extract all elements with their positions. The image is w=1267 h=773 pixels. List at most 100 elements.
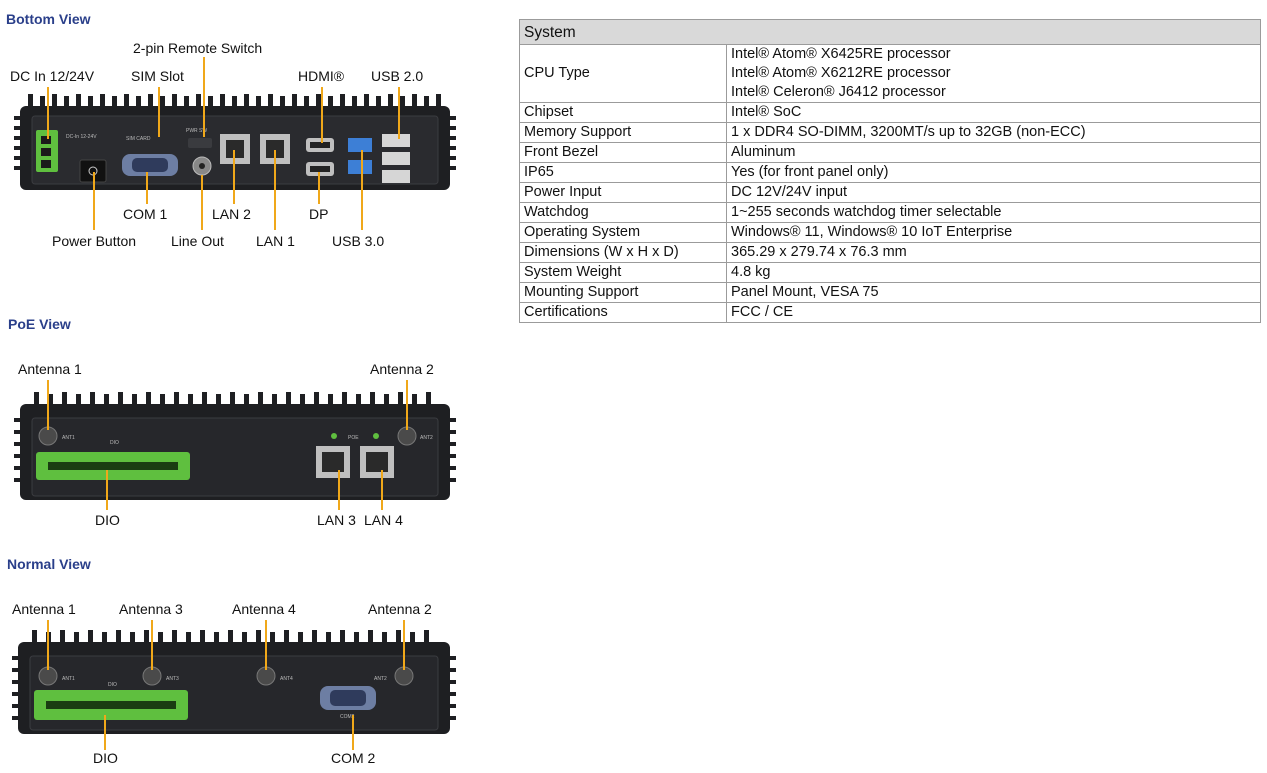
silk-normal-ant3: ANT3 <box>166 676 179 682</box>
leader-dp <box>318 172 320 204</box>
silk-pwr-sw: PWR SW <box>186 128 207 134</box>
spec-key: Mounting Support <box>519 282 727 303</box>
spec-key: Memory Support <box>519 122 727 143</box>
leader-poe-antenna1 <box>47 380 49 430</box>
system-spec-table: System CPU Type Intel® Atom® X6425RE pro… <box>519 19 1261 323</box>
silk-poe-ant2: ANT2 <box>420 435 433 441</box>
spec-row-mounting: Mounting Support Panel Mount, VESA 75 <box>519 282 1261 303</box>
spec-key: Dimensions (W x H x D) <box>519 242 727 263</box>
spec-row-weight: System Weight 4.8 kg <box>519 262 1261 283</box>
normal-view-device: ANT1 DIO ANT3 ANT4 ANT2 COM2 <box>12 630 456 734</box>
spec-key: Watchdog <box>519 202 727 223</box>
leader-normal-com2 <box>352 715 354 750</box>
spec-value: 4.8 kg <box>726 262 1261 283</box>
normal-view-title: Normal View <box>7 556 91 572</box>
spec-value-line: Intel® Atom® X6212RE processor <box>731 65 951 81</box>
spec-value: Intel® SoC <box>726 102 1261 123</box>
label-remote-switch: 2-pin Remote Switch <box>133 40 263 56</box>
spec-row-ip65: IP65 Yes (for front panel only) <box>519 162 1261 183</box>
label-power-button: Power Button <box>52 233 137 249</box>
spec-value: Panel Mount, VESA 75 <box>726 282 1261 303</box>
label-line-out: Line Out <box>171 233 224 249</box>
spec-key: CPU Type <box>519 44 727 103</box>
silk-com2: COM2 <box>340 714 355 720</box>
label-com1: COM 1 <box>123 206 168 222</box>
silk-sim-card: SIM CARD <box>126 136 151 142</box>
leader-usb3 <box>361 150 363 230</box>
spec-row-watchdog: Watchdog 1~255 seconds watchdog timer se… <box>519 202 1261 223</box>
leader-normal-dio <box>104 715 106 750</box>
label-dc-in: DC In 12/24V <box>10 68 95 84</box>
leader-normal-antenna2 <box>403 620 405 670</box>
silk-dc-in: DC-In 12-24V <box>66 134 97 140</box>
label-lan2: LAN 2 <box>212 206 251 222</box>
label-poe-antenna2: Antenna 2 <box>370 361 434 377</box>
silk-normal-dio: DIO <box>108 682 117 688</box>
label-poe-dio: DIO <box>95 512 120 528</box>
spec-row-memory: Memory Support 1 x DDR4 SO-DIMM, 3200MT/… <box>519 122 1261 143</box>
silk-poe-dio: DIO <box>110 440 119 446</box>
spec-value: FCC / CE <box>726 302 1261 323</box>
label-lan1: LAN 1 <box>256 233 295 249</box>
label-poe-lan3: LAN 3 <box>317 512 356 528</box>
spec-row-bezel: Front Bezel Aluminum <box>519 142 1261 163</box>
label-usb2: USB 2.0 <box>371 68 424 84</box>
label-normal-antenna3: Antenna 3 <box>119 601 183 617</box>
poe-view-title: PoE View <box>8 316 71 332</box>
spec-row-chipset: Chipset Intel® SoC <box>519 102 1261 123</box>
spec-value: Yes (for front panel only) <box>726 162 1261 183</box>
label-hdmi: HDMI® <box>298 68 345 84</box>
spec-header: System <box>519 19 1261 45</box>
leader-hdmi <box>321 87 323 143</box>
spec-value: 1~255 seconds watchdog timer selectable <box>726 202 1261 223</box>
leader-lan1 <box>274 150 276 230</box>
spec-value: Intel® Atom® X6425RE processor Intel® At… <box>726 44 1261 103</box>
spec-row-cpu: CPU Type Intel® Atom® X6425RE processor … <box>519 44 1261 103</box>
leader-usb2 <box>398 87 400 139</box>
leader-poe-lan4 <box>381 470 383 510</box>
label-poe-antenna1: Antenna 1 <box>18 361 82 377</box>
spec-row-certifications: Certifications FCC / CE <box>519 302 1261 323</box>
spec-value-line: Intel® Celeron® J6412 processor <box>731 84 946 100</box>
spec-key: Front Bezel <box>519 142 727 163</box>
spec-key: Chipset <box>519 102 727 123</box>
leader-normal-antenna4 <box>265 620 267 670</box>
silk-poe: POE <box>348 435 359 441</box>
bottom-view-device: DC-In 12-24V SIM CARD PWR SW <box>14 94 456 190</box>
leader-poe-lan3 <box>338 470 340 510</box>
leader-line-out <box>201 175 203 230</box>
spec-key: System Weight <box>519 262 727 283</box>
leader-normal-antenna1 <box>47 620 49 670</box>
label-normal-antenna4: Antenna 4 <box>232 601 296 617</box>
bottom-view-title: Bottom View <box>6 11 91 27</box>
leader-dc-in <box>47 87 49 139</box>
label-sim-slot: SIM Slot <box>131 68 184 84</box>
silk-normal-ant1: ANT1 <box>62 676 75 682</box>
silk-normal-ant2: ANT2 <box>374 676 387 682</box>
spec-value-line: Intel® Atom® X6425RE processor <box>731 46 951 62</box>
leader-remote-switch <box>203 57 205 137</box>
spec-value: DC 12V/24V input <box>726 182 1261 203</box>
spec-key: IP65 <box>519 162 727 183</box>
label-usb3: USB 3.0 <box>332 233 385 249</box>
spec-row-os: Operating System Windows® 11, Windows® 1… <box>519 222 1261 243</box>
spec-key: Operating System <box>519 222 727 243</box>
label-normal-com2: COM 2 <box>331 750 376 766</box>
spec-row-dimensions: Dimensions (W x H x D) 365.29 x 279.74 x… <box>519 242 1261 263</box>
label-poe-lan4: LAN 4 <box>364 512 403 528</box>
leader-poe-antenna2 <box>406 380 408 430</box>
spec-key: Power Input <box>519 182 727 203</box>
spec-value: Aluminum <box>726 142 1261 163</box>
spec-header-row: System <box>519 19 1261 45</box>
spec-key: Certifications <box>519 302 727 323</box>
label-normal-dio: DIO <box>93 750 118 766</box>
spec-value: 365.29 x 279.74 x 76.3 mm <box>726 242 1261 263</box>
silk-normal-ant4: ANT4 <box>280 676 293 682</box>
leader-power-button <box>93 172 95 230</box>
leader-lan2 <box>233 150 235 204</box>
leader-com1 <box>146 172 148 204</box>
label-dp: DP <box>309 206 329 222</box>
leader-poe-dio <box>106 470 108 510</box>
spec-value: Windows® 11, Windows® 10 IoT Enterprise <box>726 222 1261 243</box>
poe-view-device: ANT1 DIO POE ANT2 <box>14 392 456 500</box>
